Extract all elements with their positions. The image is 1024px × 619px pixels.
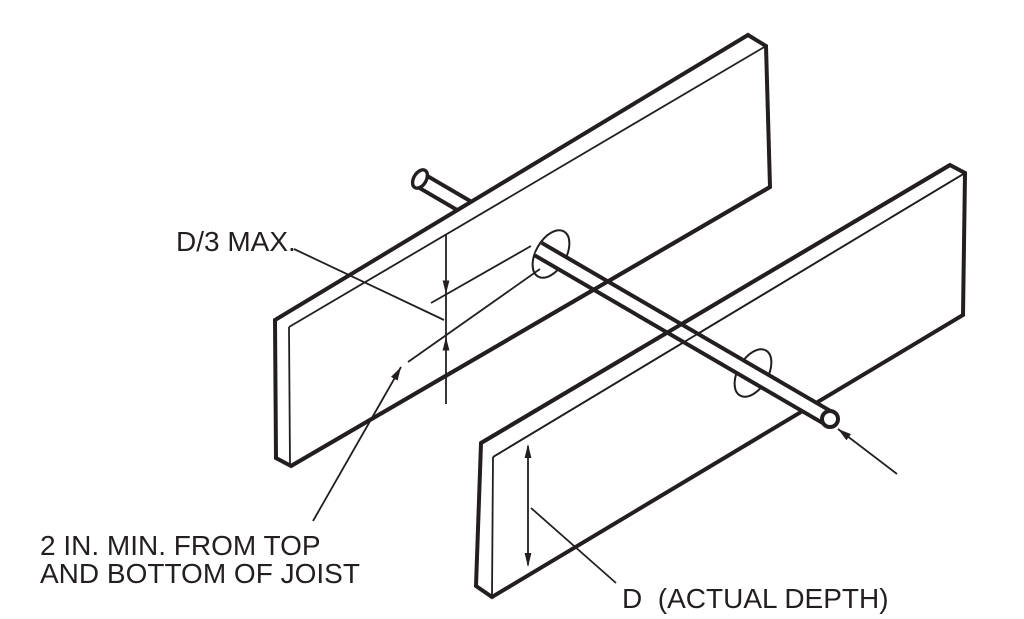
edge-clearance-leader-line [312, 366, 402, 522]
d3-max-leader-line [293, 248, 445, 321]
actual-depth-label: D (ACTUAL DEPTH) [622, 583, 889, 614]
depth-leader-line [530, 507, 617, 584]
d3-up-arrowhead [442, 337, 450, 351]
depth-top-arrowhead [524, 444, 532, 458]
pipe-main-segment [289, 163, 966, 468]
depth-bottom-arrowhead [524, 553, 532, 567]
hole-top-extension-line [430, 245, 532, 304]
pipe-front-end-cap [820, 409, 840, 429]
pipe-rear-end-cap [410, 168, 430, 190]
hole-bottom-extension-line [407, 268, 541, 363]
pipe-end-leader-line [837, 428, 898, 475]
edge-clearance-label-line2: AND BOTTOM OF JOIST [40, 558, 360, 589]
d3-max-label: D/3 MAX. [176, 226, 296, 257]
d3-down-arrowhead [442, 280, 450, 294]
depth-dimension [524, 444, 617, 584]
d3-max-dimension [293, 234, 541, 404]
edge-clearance-label-line1: 2 IN. MIN. FROM TOP [40, 530, 321, 561]
